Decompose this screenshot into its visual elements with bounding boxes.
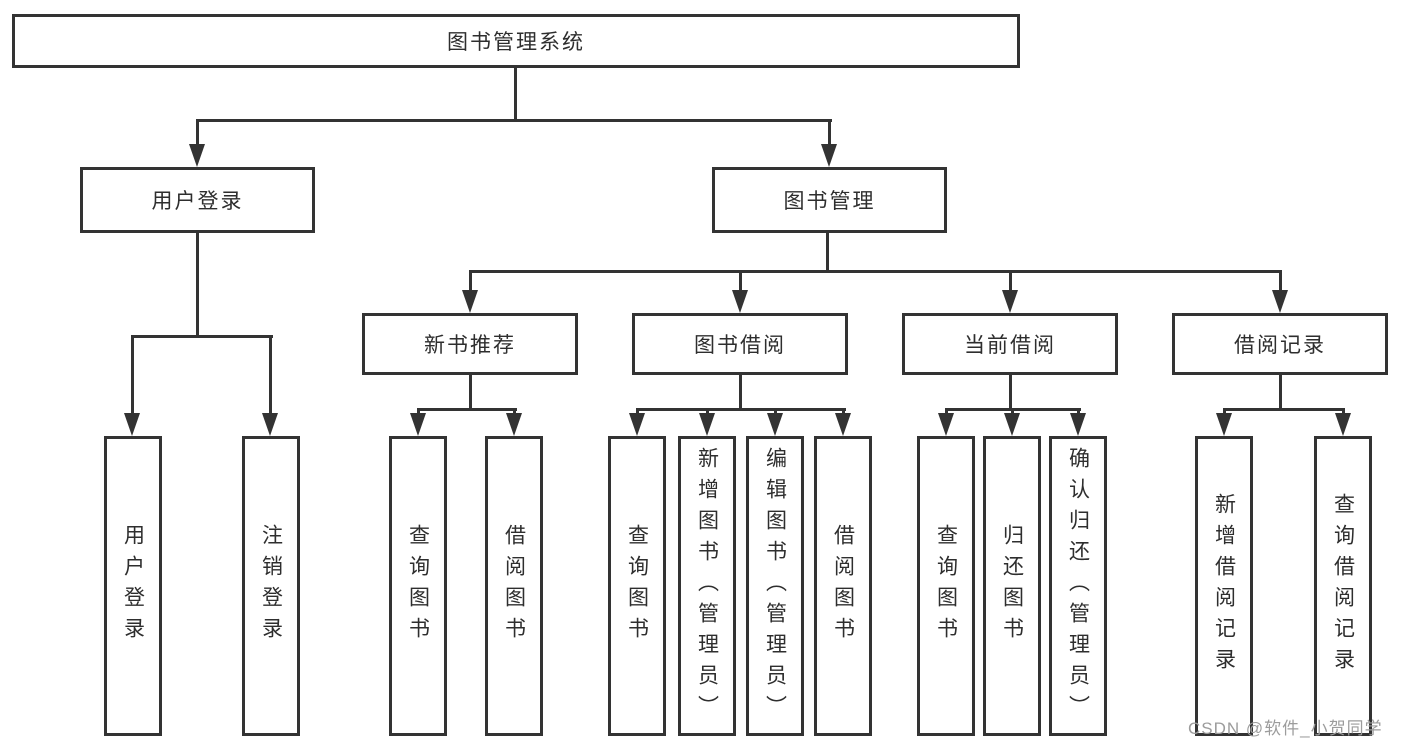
arrow-down-icon (699, 413, 715, 436)
arrow-down-icon (1004, 413, 1020, 436)
arrow-down-icon (462, 290, 478, 313)
leaf-label: 注销登录 (259, 524, 283, 648)
arrow-down-icon (410, 413, 426, 436)
node-borrowing-records: 借阅记录 (1172, 313, 1388, 375)
connector-line (1342, 408, 1345, 416)
connector-line (269, 338, 272, 415)
connector-line (513, 408, 516, 416)
leaf-label: 编辑图书（管理员） (763, 446, 787, 726)
connector-line (636, 408, 846, 411)
connector-line (469, 375, 472, 411)
connector-line (1223, 408, 1345, 411)
leaf-label: 查询图书 (625, 524, 649, 648)
leaf-add-books-admin: 新增图书（管理员） (678, 436, 736, 736)
node-book-management: 图书管理 (712, 167, 947, 233)
node-label: 借阅记录 (1234, 334, 1326, 357)
leaf-user-login: 用户登录 (104, 436, 162, 736)
leaf-return-books: 归还图书 (983, 436, 1041, 736)
leaf-query-books-borrowing: 查询图书 (608, 436, 666, 736)
leaf-label: 查询图书 (406, 524, 430, 648)
connector-line (196, 119, 832, 122)
connector-line (1279, 375, 1282, 411)
connector-line (1009, 375, 1012, 411)
connector-line (417, 408, 517, 411)
node-new-book-recommendation: 新书推荐 (362, 313, 578, 375)
connector-line (842, 408, 845, 416)
leaf-add-borrow-record: 新增借阅记录 (1195, 436, 1253, 736)
arrow-down-icon (629, 413, 645, 436)
leaf-borrow-books-recommendation: 借阅图书 (485, 436, 543, 736)
connector-line (945, 408, 948, 416)
arrow-down-icon (262, 413, 278, 436)
node-label: 新书推荐 (424, 334, 516, 357)
connector-line (514, 68, 517, 119)
arrow-down-icon (1335, 413, 1351, 436)
arrow-down-icon (506, 413, 522, 436)
node-label: 图书管理系统 (447, 31, 585, 54)
node-current-borrowing: 当前借阅 (902, 313, 1118, 375)
arrow-down-icon (732, 290, 748, 313)
arrow-down-icon (767, 413, 783, 436)
leaf-label: 用户登录 (121, 524, 145, 648)
connector-line (1077, 408, 1080, 416)
leaf-query-books-current: 查询图书 (917, 436, 975, 736)
connector-line (1279, 273, 1282, 293)
arrow-down-icon (938, 413, 954, 436)
leaf-query-books-recommendation: 查询图书 (389, 436, 447, 736)
connector-line (826, 233, 829, 273)
arrow-down-icon (1216, 413, 1232, 436)
arrow-down-icon (124, 413, 140, 436)
arrow-down-icon (1272, 290, 1288, 313)
csdn-watermark: CSDN @软件_小贺同学 (1188, 719, 1383, 738)
connector-line (774, 408, 777, 416)
arrow-down-icon (835, 413, 851, 436)
connector-line (1223, 408, 1226, 416)
connector-line (828, 122, 831, 146)
connector-line (417, 408, 420, 416)
arrow-down-icon (1070, 413, 1086, 436)
connector-line (469, 270, 1282, 273)
leaf-edit-books-admin: 编辑图书（管理员） (746, 436, 804, 736)
leaf-label: 查询图书 (934, 524, 958, 648)
connector-line (1009, 273, 1012, 293)
leaf-label: 借阅图书 (831, 524, 855, 648)
connector-line (739, 273, 742, 293)
connector-line (636, 408, 639, 416)
node-label: 用户登录 (151, 190, 244, 213)
leaf-label: 确认归还（管理员） (1066, 446, 1090, 726)
node-label: 图书借阅 (694, 334, 786, 357)
connector-line (131, 338, 134, 415)
node-library-management-system: 图书管理系统 (12, 14, 1020, 68)
leaf-confirm-return-admin: 确认归还（管理员） (1049, 436, 1107, 736)
connector-line (739, 375, 742, 411)
leaf-label: 查询借阅记录 (1331, 493, 1355, 679)
leaf-query-borrow-record: 查询借阅记录 (1314, 436, 1372, 736)
leaf-logout: 注销登录 (242, 436, 300, 736)
connector-line (196, 122, 199, 146)
arrow-down-icon (189, 144, 205, 167)
connector-line (706, 408, 709, 416)
connector-line (196, 233, 199, 337)
node-label: 当前借阅 (964, 334, 1056, 357)
leaf-borrow-books: 借阅图书 (814, 436, 872, 736)
arrow-down-icon (1002, 290, 1018, 313)
leaf-label: 归还图书 (1000, 524, 1024, 648)
leaf-label: 新增图书（管理员） (695, 446, 719, 726)
connector-line (469, 273, 472, 293)
leaf-label: 借阅图书 (502, 524, 526, 648)
node-book-borrowing: 图书借阅 (632, 313, 848, 375)
node-user-login: 用户登录 (80, 167, 315, 233)
arrow-down-icon (821, 144, 837, 167)
connector-line (1011, 408, 1014, 416)
node-label: 图书管理 (783, 190, 876, 213)
leaf-label: 新增借阅记录 (1212, 493, 1236, 679)
connector-line (131, 335, 273, 338)
